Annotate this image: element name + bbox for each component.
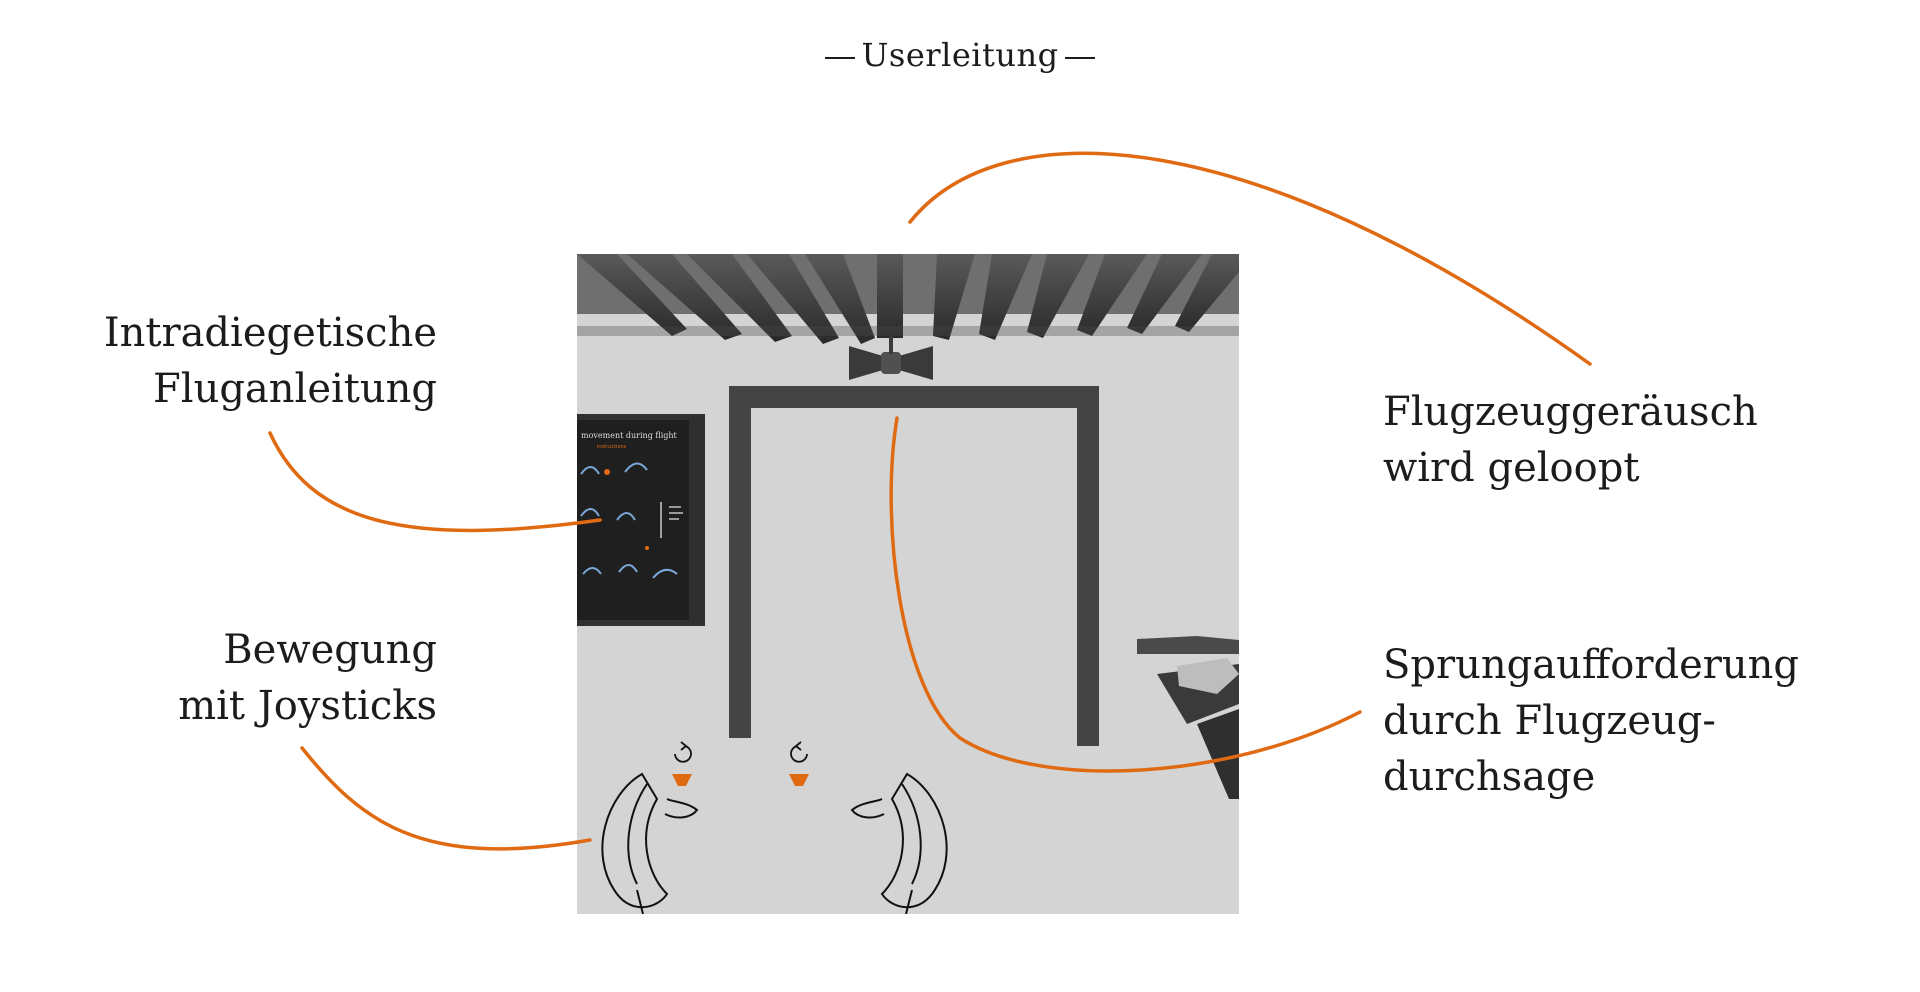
rotate-arrow-icon <box>790 741 808 763</box>
title-dash-right <box>1064 56 1095 59</box>
poster-title: movement during flight <box>581 431 678 440</box>
ceiling-ribs <box>577 254 1239 344</box>
joystick-thumb-left <box>672 774 692 786</box>
label-flight-instructions: Intradiegetische Fluganleitung <box>104 305 437 417</box>
title-dash-left <box>825 56 856 59</box>
instruction-poster: movement during flight instructions <box>577 414 705 626</box>
joystick-thumb-right <box>789 774 809 786</box>
label-joystick-movement: Bewegung mit Joysticks <box>178 622 437 734</box>
leader-line-instructions <box>268 431 602 533</box>
scene-illustration: movement during flight instructions <box>577 254 1239 914</box>
label-line: wird geloopt <box>1383 445 1640 491</box>
vr-controller-icon <box>601 772 948 914</box>
leader-line-movement <box>300 746 592 851</box>
label-line: Flugzeuggeräusch <box>1383 389 1758 435</box>
rotate-arrow-icon <box>674 741 692 763</box>
label-line: Bewegung <box>223 627 437 673</box>
vr-scene-render: movement during flight instructions <box>577 254 1239 914</box>
label-line: durchsage <box>1383 754 1596 800</box>
page-title: Userleitung <box>0 36 1920 74</box>
label-line: Sprungaufforderung <box>1383 642 1800 688</box>
title-text: Userleitung <box>861 36 1059 74</box>
label-line: mit Joysticks <box>178 683 437 729</box>
label-line: durch Flugzeug- <box>1383 698 1716 744</box>
label-jump-prompt: Sprungaufforderung durch Flugzeug- durch… <box>1383 637 1799 805</box>
label-line: Intradiegetische <box>103 310 437 356</box>
label-line: Fluganleitung <box>153 366 437 412</box>
poster-subtitle: instructions <box>597 444 627 450</box>
label-plane-sound: Flugzeuggeräusch wird geloopt <box>1383 384 1758 496</box>
